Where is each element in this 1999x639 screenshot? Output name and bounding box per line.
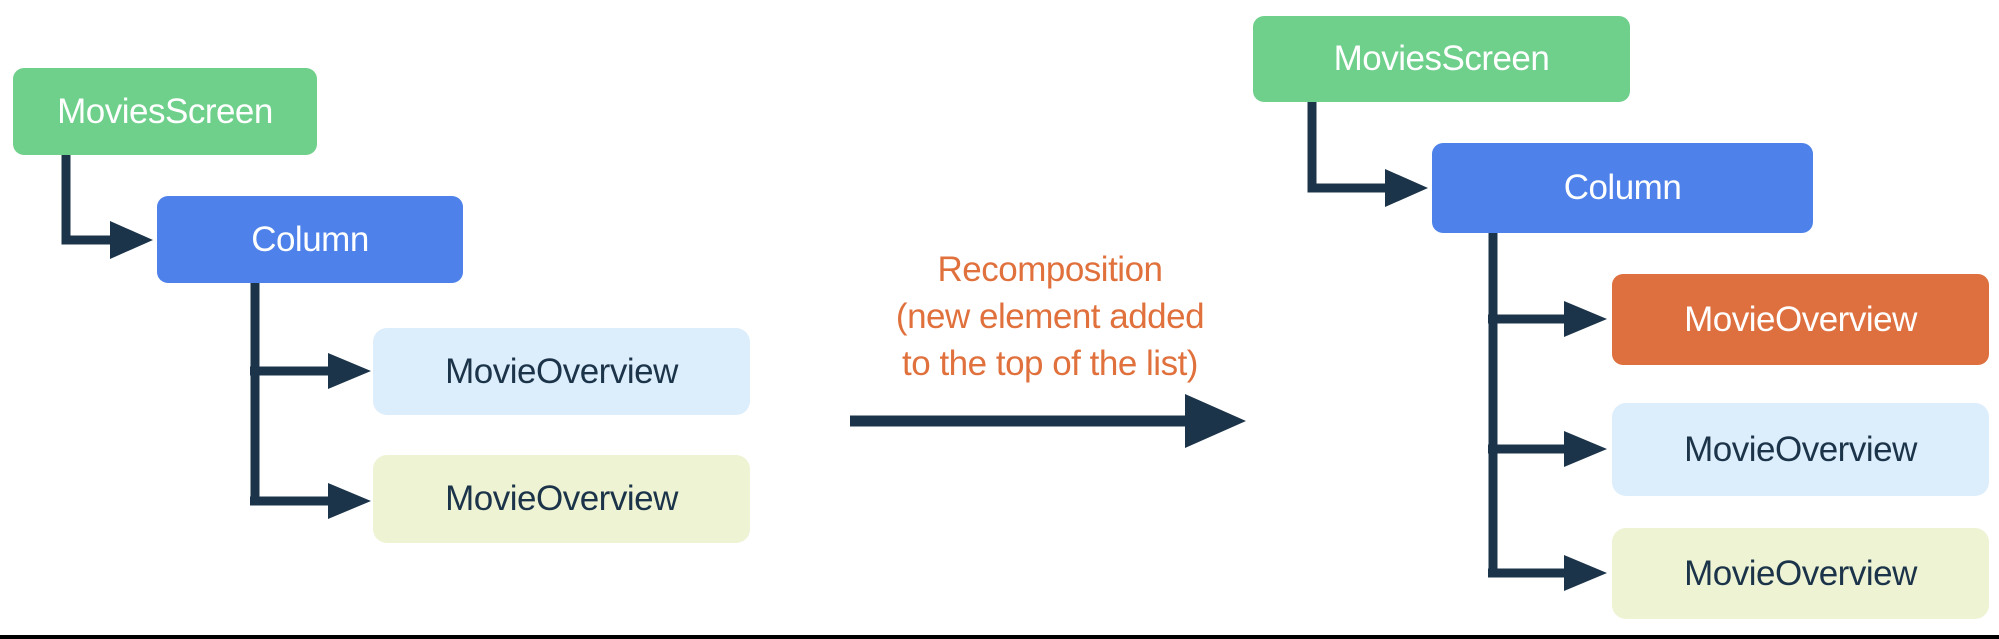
left-arrowhead-movieoverview-2: [328, 483, 371, 519]
right-arrowhead-movieoverview-new: [1564, 301, 1607, 337]
right-node-movieoverview-new: MovieOverview: [1612, 274, 1989, 365]
left-arrowhead-movieoverview-1: [328, 353, 371, 389]
right-node-moviesscreen: MoviesScreen: [1253, 16, 1630, 102]
left-elbow-moviesscreen-to-column: [61, 155, 112, 245]
right-arrowhead-column: [1385, 169, 1428, 207]
right-elbow-moviesscreen-to-column: [1307, 102, 1387, 193]
right-node-movieoverview-3: MovieOverview: [1612, 528, 1989, 619]
right-node-column: Column: [1432, 143, 1813, 233]
left-node-movieoverview-2: MovieOverview: [373, 455, 750, 543]
bottom-border-line: [0, 635, 1999, 639]
left-arrowhead-column: [110, 221, 153, 259]
right-node-movieoverview-2: MovieOverview: [1612, 403, 1989, 496]
left-node-movieoverview-1: MovieOverview: [373, 328, 750, 415]
left-node-column: Column: [157, 196, 463, 283]
right-arrowhead-movieoverview-2: [1564, 431, 1607, 467]
recomposition-arrow-head: [1185, 394, 1246, 448]
annotation-line-1: Recomposition: [937, 250, 1164, 289]
annotation-line-3: to the top of the list): [902, 344, 1198, 383]
annotation-line-2: (new element added: [895, 297, 1205, 336]
recomposition-annotation: Recomposition (new element added to the …: [810, 246, 1290, 387]
left-node-moviesscreen: MoviesScreen: [13, 68, 317, 155]
right-arrowhead-movieoverview-3: [1564, 555, 1607, 591]
